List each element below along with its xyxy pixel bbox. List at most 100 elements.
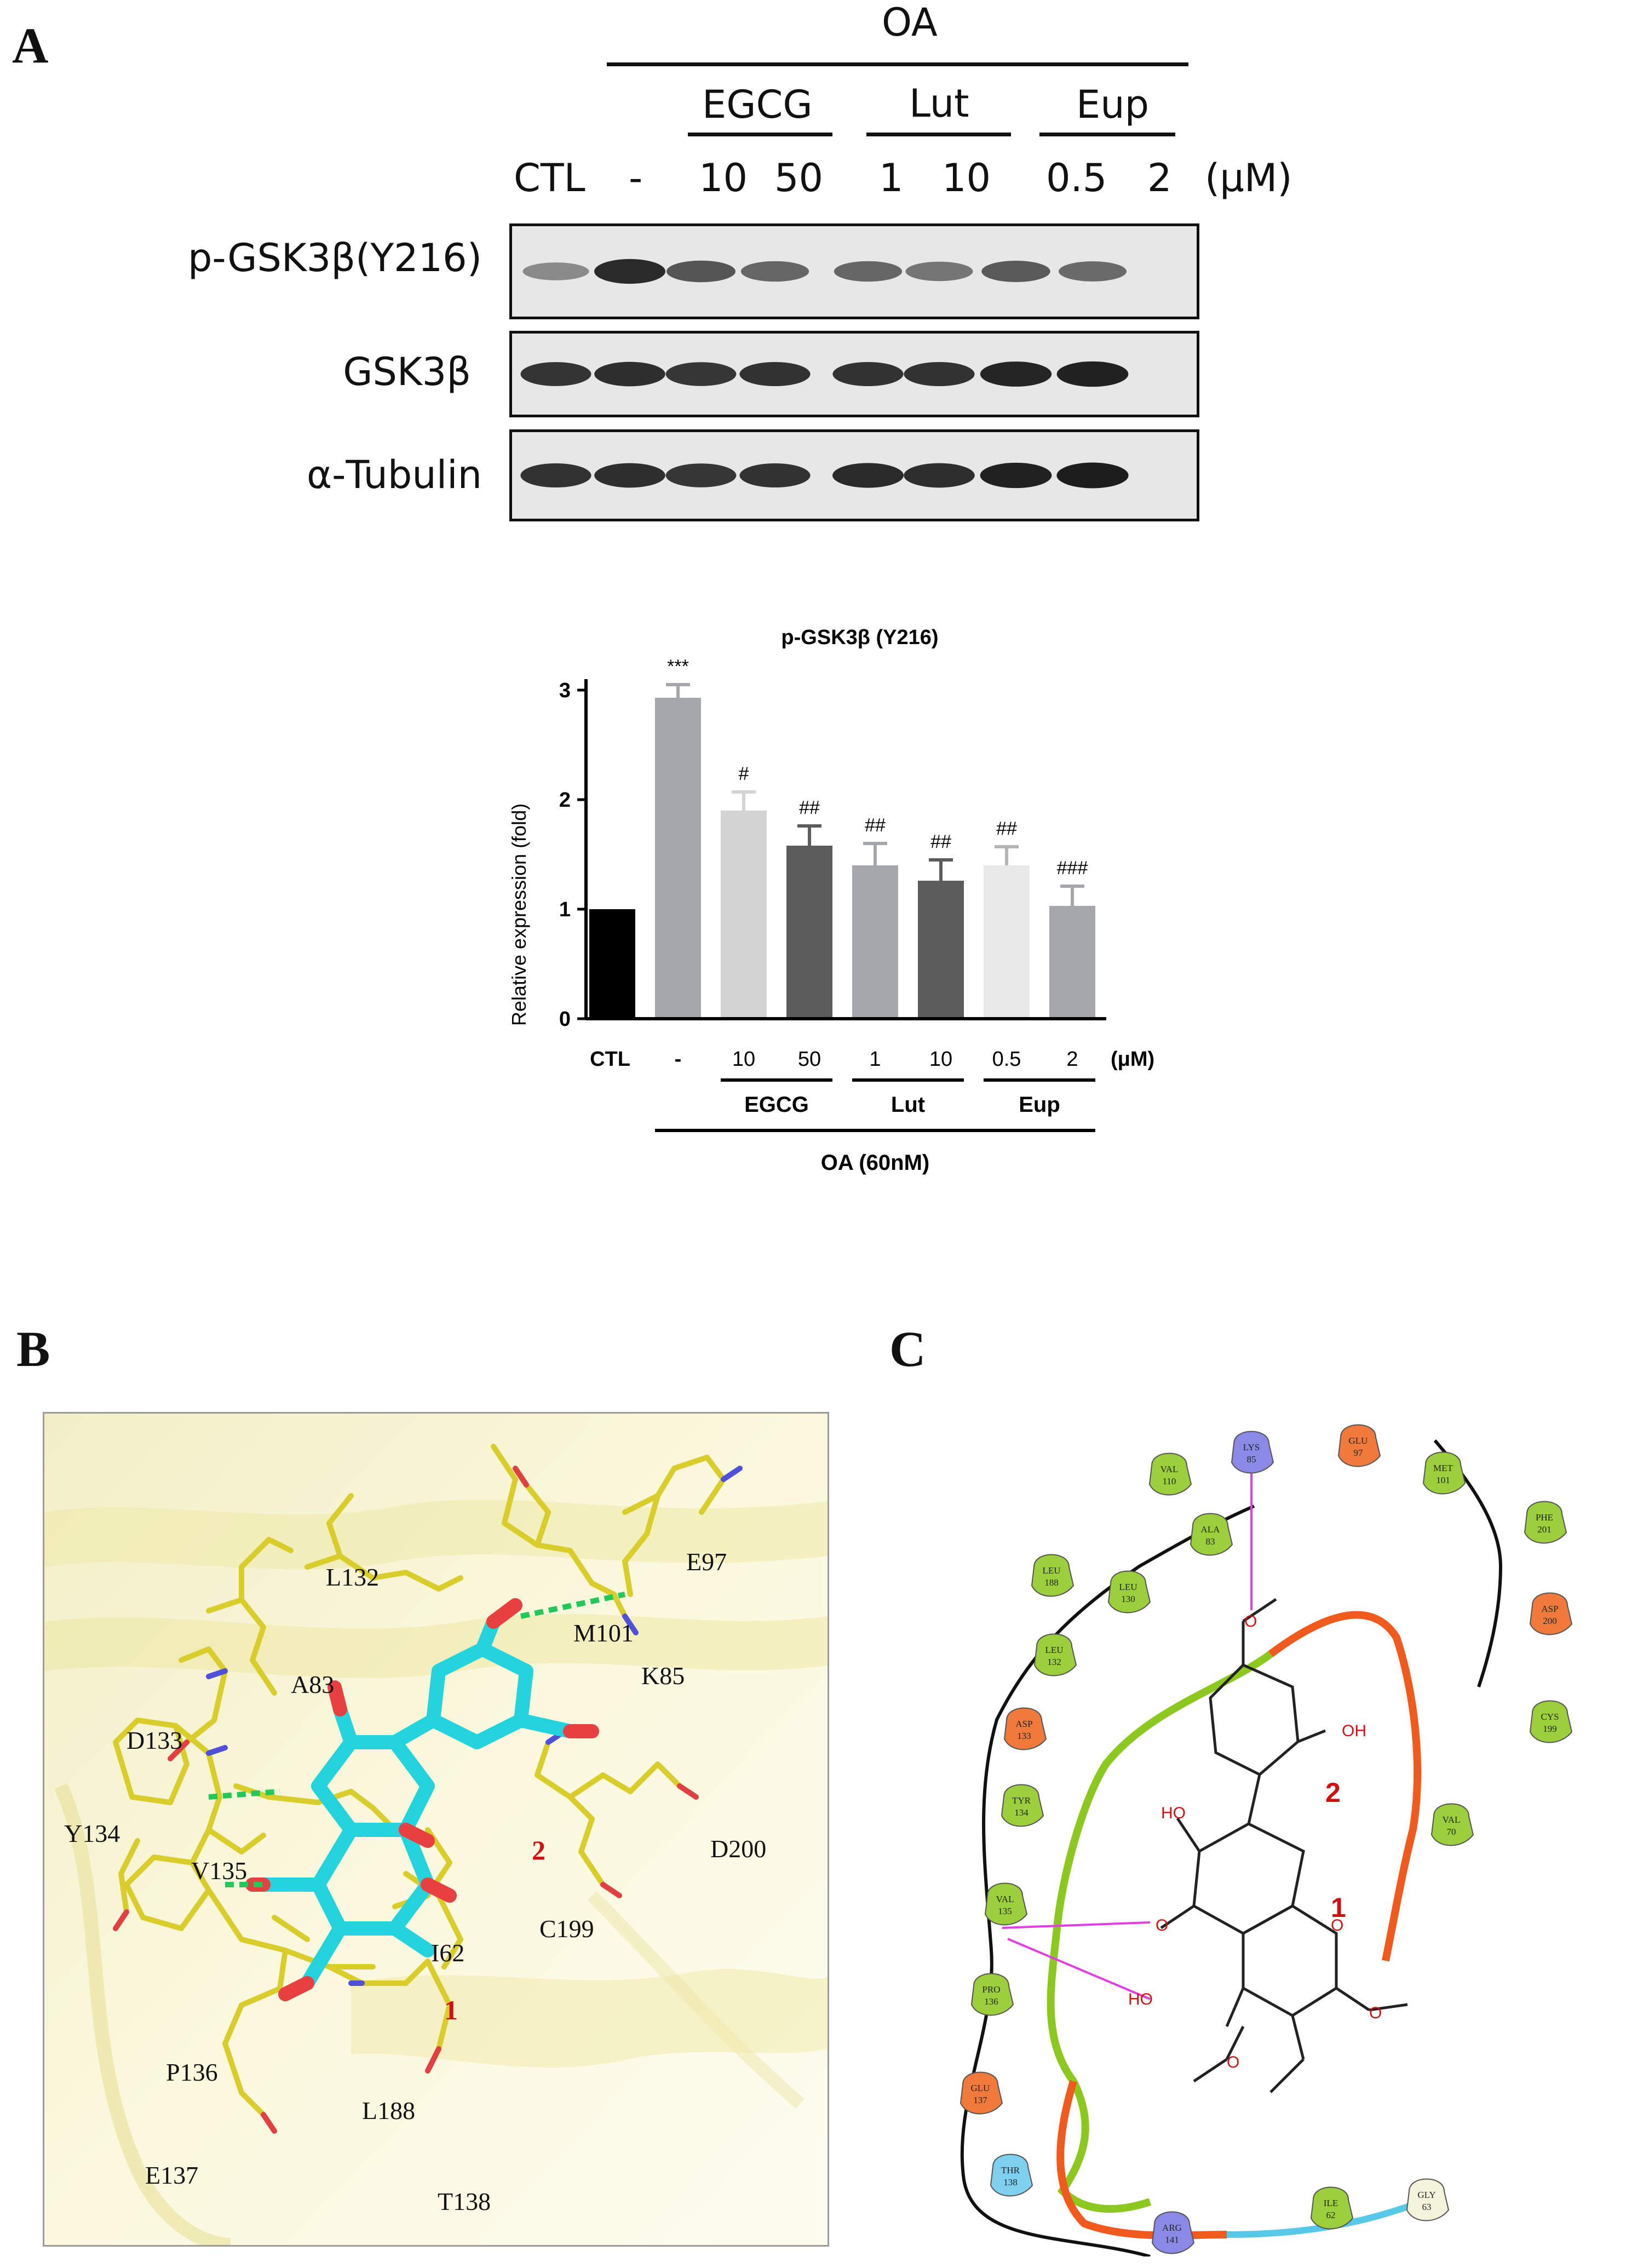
x-tick-label: 0.5 — [992, 1048, 1021, 1071]
residue-number: 136 — [984, 1996, 998, 2007]
blot-treatment-label: OA — [882, 0, 938, 45]
residue-number: 63 — [1422, 2202, 1432, 2212]
blot-unit: (μM) — [1205, 156, 1292, 200]
x-tick-label: 10 — [929, 1048, 952, 1071]
residue-name: LEU — [1119, 1582, 1137, 1592]
y-tick-label: 1 — [559, 898, 571, 921]
blot-lane-ctl: CTL — [514, 156, 585, 200]
residue-label-k85: K85 — [641, 1662, 685, 1690]
pocket-outline-charged — [1268, 1611, 1422, 1962]
residue-name: VAL — [1160, 1464, 1179, 1474]
blot-group-eup: Eup — [1076, 82, 1150, 127]
residue-number: 132 — [1047, 1657, 1061, 1667]
residue-number: 199 — [1543, 1724, 1557, 1734]
ribbon-sheet — [351, 1969, 828, 2068]
bar — [589, 909, 635, 1019]
residue-label-e137: E137 — [145, 2161, 199, 2189]
residue-shape — [1148, 1452, 1192, 1496]
bar — [721, 811, 767, 1019]
group-label: Eup — [1019, 1093, 1060, 1117]
bar — [786, 846, 832, 1019]
blot-band — [980, 361, 1052, 387]
hydrogen-bonds — [208, 1592, 626, 1887]
blot-band — [1059, 261, 1127, 282]
x-tick-label: CTL — [590, 1048, 630, 1071]
blot-group-lut-line — [866, 133, 1011, 136]
residue-shape — [1033, 1633, 1077, 1676]
residue-name: TYR — [1012, 1795, 1031, 1806]
bar-chart: p-GSK3β (Y216) Relative expression (fold… — [508, 626, 1154, 1175]
blot-lane-egcg-50: 50 — [774, 156, 824, 200]
residue-number: 138 — [1003, 2177, 1018, 2187]
blot-band — [1056, 361, 1129, 387]
blot-band — [520, 463, 591, 488]
blot-band — [667, 260, 736, 283]
y-tick-label: 0 — [559, 1008, 571, 1031]
residue-name: VAL — [996, 1894, 1014, 1904]
x-tick-label: 1 — [869, 1048, 881, 1071]
panel-a-letter: A — [12, 18, 49, 73]
residue-shape — [1231, 1431, 1274, 1474]
blot-row-label-tubulin: α-Tubulin — [307, 452, 482, 497]
residue-number: 201 — [1537, 1524, 1552, 1535]
residue-shape — [1406, 2178, 1450, 2221]
significance-label: ## — [799, 797, 820, 818]
blot-row-label-gsk3b: GSK3β — [343, 349, 471, 394]
docking-3d-render — [44, 1414, 828, 2245]
bars: ***############ — [589, 656, 1095, 1019]
residue-number: 83 — [1206, 1536, 1215, 1547]
blot-band — [594, 361, 665, 387]
blot-band — [520, 362, 591, 386]
atom-oh-right: OH — [1342, 1722, 1366, 1740]
residue-name: VAL — [1443, 1815, 1461, 1825]
residue-label-l188: L188 — [362, 2097, 416, 2125]
significance-label: ## — [865, 815, 886, 836]
blot-bands-tubulin — [520, 462, 1129, 489]
atom-o-ring: O — [1331, 1916, 1343, 1934]
residue-name: GLU — [971, 2083, 990, 2093]
group-label: Lut — [891, 1093, 925, 1117]
blot-band — [665, 362, 737, 386]
panel-c-letter: C — [889, 1321, 926, 1377]
bar — [655, 698, 701, 1019]
blot-band — [740, 261, 809, 282]
blot-lane-oa: - — [629, 156, 643, 200]
ring-label-1: 1 — [444, 1995, 458, 2025]
residue-shape — [1151, 2211, 1195, 2254]
significance-label: ## — [996, 818, 1017, 839]
ribbon-loop — [587, 1891, 805, 2109]
residue-name: ASP — [1015, 1719, 1032, 1729]
blot-band — [594, 259, 665, 284]
significance-label: *** — [667, 656, 689, 677]
residue-label-d133: D133 — [127, 1726, 183, 1754]
residue-name: LEU — [1042, 1565, 1060, 1576]
blot-lane-lut-1: 1 — [879, 156, 904, 200]
residue-shape — [1337, 1424, 1381, 1467]
ring-label-2: 2 — [532, 1835, 545, 1865]
y-tick-label: 2 — [559, 789, 571, 812]
blot-lane-eup-05: 0.5 — [1046, 156, 1107, 200]
atom-o-carbonyl: O — [1156, 1916, 1168, 1934]
residue-name: PRO — [982, 1984, 1000, 1995]
treatment-label: OA (60nM) — [821, 1151, 930, 1175]
blot-row-label-pgsk3b: p-GSK3β(Y216) — [187, 236, 482, 280]
residue-number: 133 — [1017, 1731, 1031, 1741]
blot-strip-pgsk3b — [509, 223, 1199, 319]
blot-treatment-line — [607, 62, 1188, 66]
blot-strip-gsk3b — [509, 331, 1199, 417]
residue-shape — [1031, 1554, 1075, 1597]
atom-ho-top: HO — [1161, 1804, 1186, 1822]
ring-label-2d-2: 2 — [1325, 1777, 1341, 1808]
